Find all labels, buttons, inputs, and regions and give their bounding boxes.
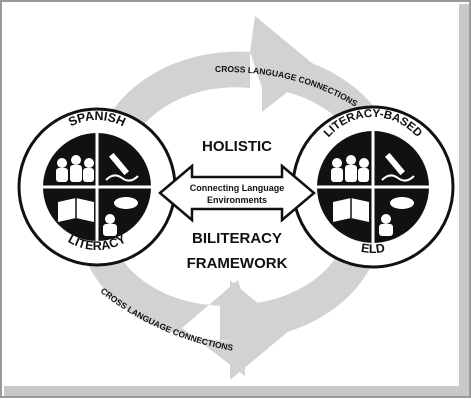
connecting-double-arrow [158, 163, 316, 223]
framework-title: FRAMEWORK [187, 255, 288, 272]
holistic-title: HOLISTIC [202, 138, 272, 155]
literacy-based-eld-circle [291, 105, 455, 269]
students-group-icon [56, 155, 94, 182]
writing-pencil-icon [105, 152, 139, 182]
spanish-literacy-circle [17, 107, 177, 267]
open-book-icon [58, 198, 94, 222]
open-book-icon [333, 198, 369, 222]
speaking-person-icon [379, 197, 414, 236]
writing-pencil-icon [381, 152, 415, 182]
left-bottom-label: LITERACY [66, 231, 129, 253]
arrow-label-line2: Environments [207, 195, 267, 205]
left-top-label: SPANISH [66, 109, 128, 129]
arrow-label-line1: Connecting Language [190, 183, 285, 193]
bottom-left-band [80, 240, 245, 376]
bottom-arrowhead [230, 280, 290, 380]
right-bottom-label: ELD [360, 241, 386, 256]
students-group-icon [331, 155, 369, 182]
speaking-person-icon [103, 197, 138, 236]
biliteracy-title: BILITERACY [192, 230, 282, 247]
frame-shadow-bottom [4, 386, 469, 396]
frame-shadow-right [459, 4, 469, 396]
